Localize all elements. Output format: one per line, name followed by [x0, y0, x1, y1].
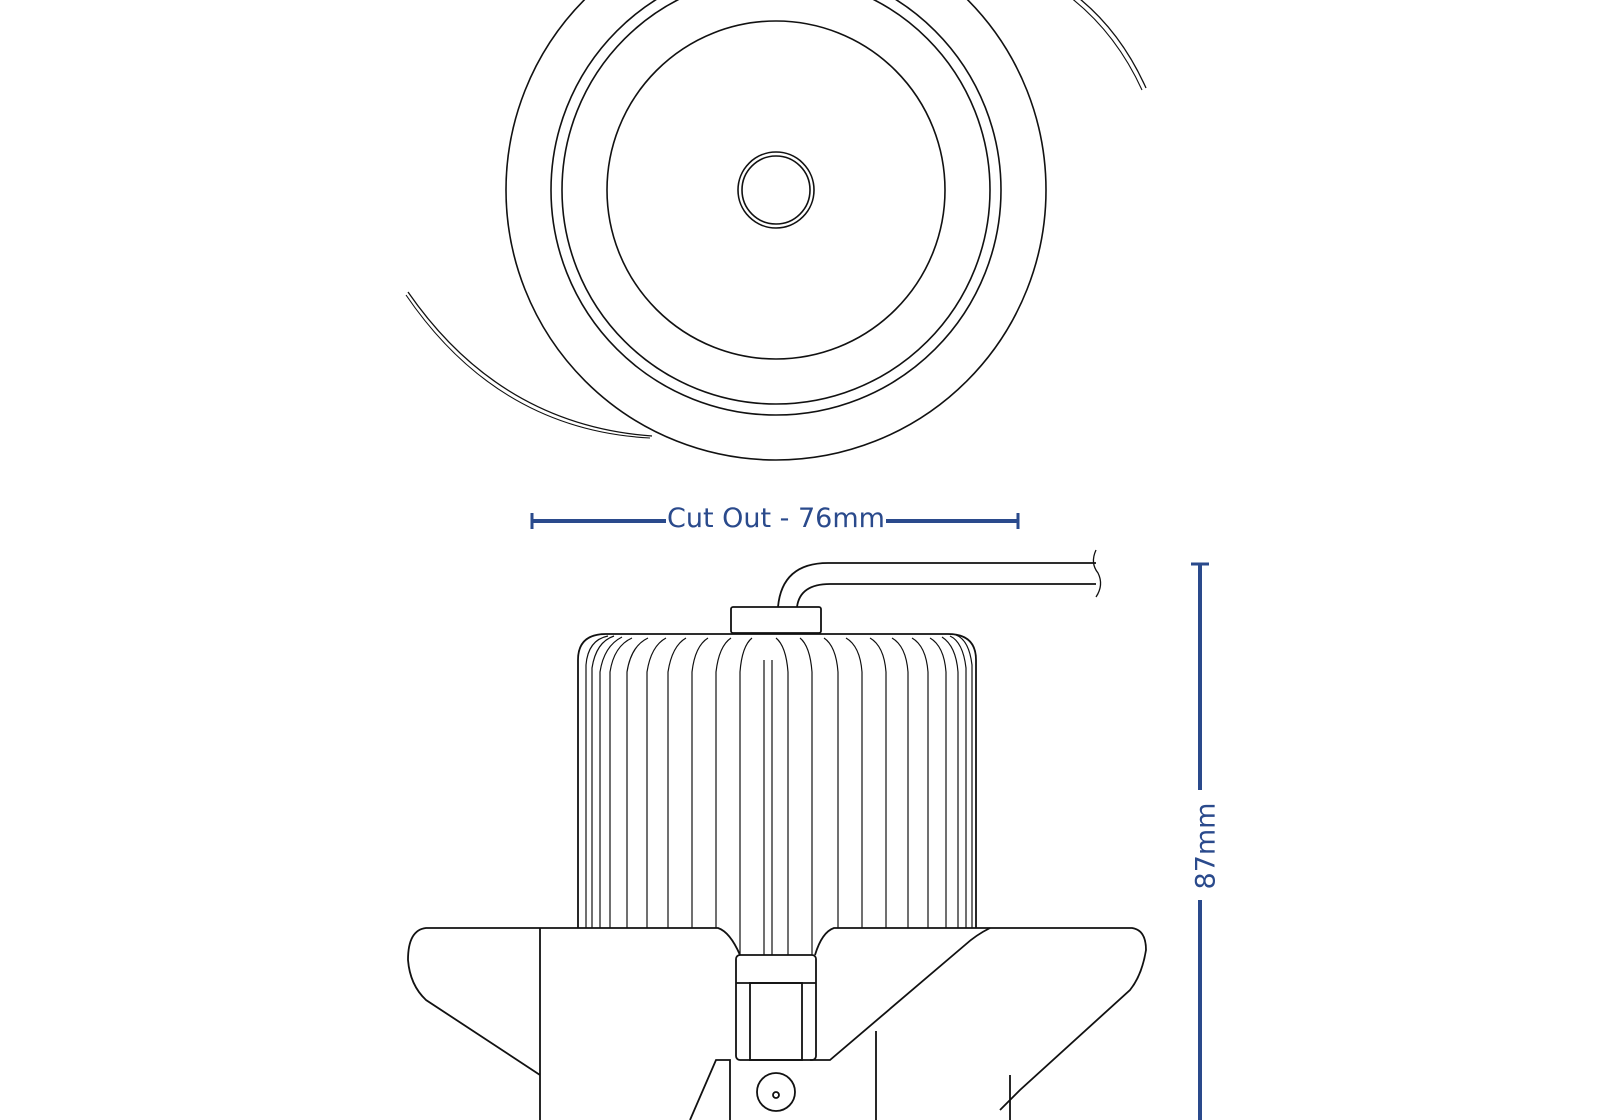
spring-clip-left	[407, 291, 653, 437]
heatsink-fins	[585, 634, 973, 955]
center-bracket-outer	[735, 954, 817, 1061]
top-view	[405, 0, 1147, 461]
reflector-outer-circle	[550, 0, 1002, 416]
reflector-inner-ring	[561, 0, 991, 405]
bezel-top-left	[540, 927, 741, 956]
cutout-dimension	[530, 513, 1020, 529]
spring-clip-left-inner	[405, 294, 651, 439]
adjustment-screw-center	[772, 1091, 780, 1099]
power-cable	[777, 562, 1096, 608]
heatsink-outline	[577, 633, 977, 928]
lens-circle	[606, 20, 946, 360]
bezel-top-right	[814, 927, 1147, 1111]
led-inner-circle	[741, 155, 811, 225]
lower-housing	[689, 1059, 731, 1120]
power-cable-inner	[796, 583, 1096, 608]
bezel-right-diagonal	[810, 927, 991, 1061]
spring-clip-right-inner	[1072, 0, 1143, 91]
height-dimension-label: 87mm	[1190, 800, 1222, 892]
adjustment-screw	[756, 1072, 796, 1112]
side-view	[407, 549, 1147, 1120]
center-bracket-inner	[749, 982, 803, 1061]
outer-bezel-circle	[505, 0, 1047, 461]
cable-gland	[730, 606, 822, 634]
led-outer-circle	[737, 151, 815, 229]
cutout-dimension-label: Cut Out - 76mm	[666, 503, 886, 534]
bezel-left-wing	[407, 927, 541, 1076]
cable-break	[1092, 549, 1102, 598]
height-dimension	[1191, 562, 1209, 1120]
spring-clip-right	[1080, 0, 1147, 89]
